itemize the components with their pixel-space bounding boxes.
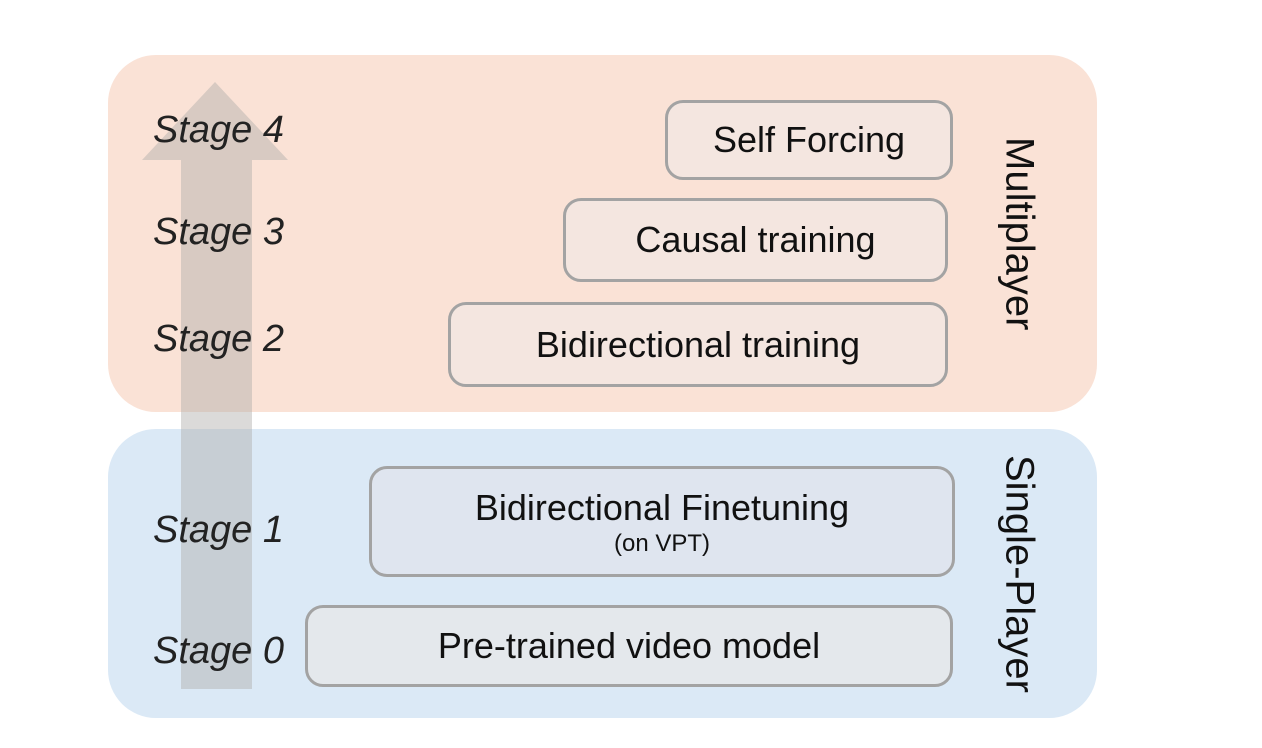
self-forcing-box-title: Self Forcing <box>712 119 906 160</box>
pretrained-video-model-box-title: Pre-trained video model <box>437 625 821 666</box>
bidirectional-finetuning-box-subtitle: (on VPT) <box>613 529 711 557</box>
bidirectional-finetuning-box-title: Bidirectional Finetuning <box>474 486 850 528</box>
stage-1-label: Stage 1 <box>153 509 284 551</box>
bidirectional-training-box-title: Bidirectional training <box>535 323 861 365</box>
single-player-group-label: Single-Player <box>997 454 1042 693</box>
multiplayer-group-label: Multiplayer <box>997 136 1042 331</box>
bidirectional-finetuning-box: Bidirectional Finetuning (on VPT) <box>369 466 955 577</box>
stage-4-label: Stage 4 <box>153 109 284 151</box>
stage-0-label: Stage 0 <box>153 630 284 672</box>
pretrained-video-model-box: Pre-trained video model <box>305 605 953 687</box>
up-arrow-shaft <box>181 160 252 689</box>
self-forcing-box: Self Forcing <box>665 100 953 180</box>
bidirectional-training-box: Bidirectional training <box>448 302 948 387</box>
causal-training-box-title: Causal training <box>635 219 876 260</box>
stage-2-label: Stage 2 <box>153 318 284 360</box>
causal-training-box: Causal training <box>563 198 948 282</box>
stage-3-label: Stage 3 <box>153 211 284 253</box>
